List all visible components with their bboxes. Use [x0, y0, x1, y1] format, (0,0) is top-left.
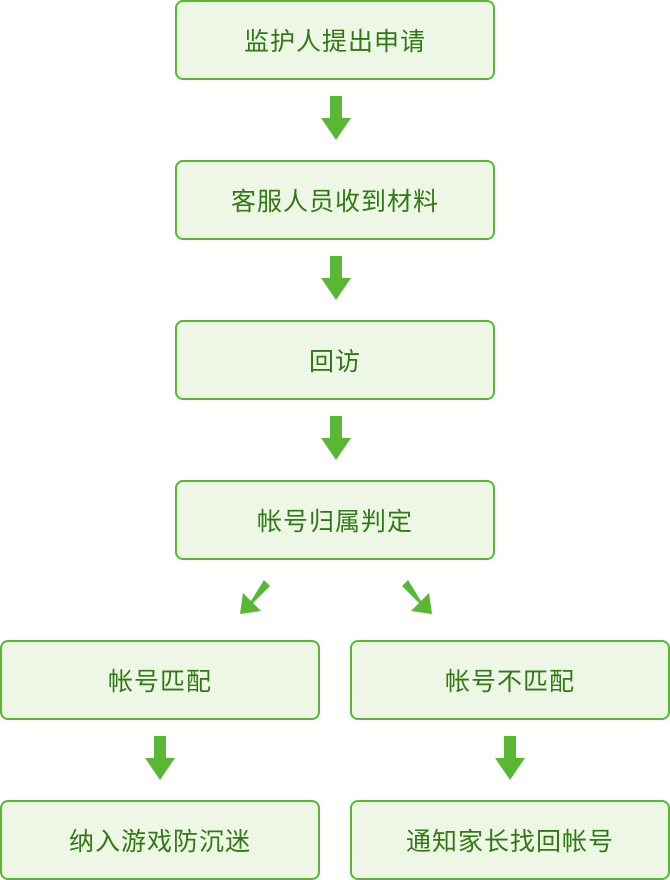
arrow-diagonal-right: [402, 580, 432, 614]
branch-match-box: 帐号匹配: [0, 640, 320, 720]
outcome-notify-parent-label: 通知家长找回帐号: [405, 827, 614, 856]
outcome-anti-addiction-label: 纳入游戏防沉迷: [68, 827, 251, 856]
branch-mismatch-box: 帐号不匹配: [350, 640, 670, 720]
step-return-visit: 回访: [175, 320, 495, 400]
arrow-down-mismatch: [495, 736, 525, 780]
step-return-visit-label: 回访: [308, 347, 361, 376]
outcome-notify-parent-box: 通知家长找回帐号: [350, 800, 670, 880]
step-ownership-decision: 帐号归属判定: [175, 480, 495, 560]
arrow-down-3: [321, 416, 351, 460]
step-submit-application: 监护人提出申请: [175, 0, 495, 80]
step-materials-received: 客服人员收到材料: [175, 160, 495, 240]
arrow-down-1: [321, 96, 351, 140]
arrow-down-match: [145, 736, 175, 780]
arrow-down-2: [321, 256, 351, 300]
arrow-diagonal-left: [240, 580, 270, 614]
step-ownership-decision-label: 帐号归属判定: [256, 507, 413, 536]
step-materials-received-label: 客服人员收到材料: [230, 187, 439, 216]
branch-mismatch-label: 帐号不匹配: [444, 667, 575, 696]
outcome-anti-addiction-box: 纳入游戏防沉迷: [0, 800, 320, 880]
step-submit-application-label: 监护人提出申请: [243, 27, 426, 56]
branch-match-label: 帐号匹配: [107, 667, 212, 696]
